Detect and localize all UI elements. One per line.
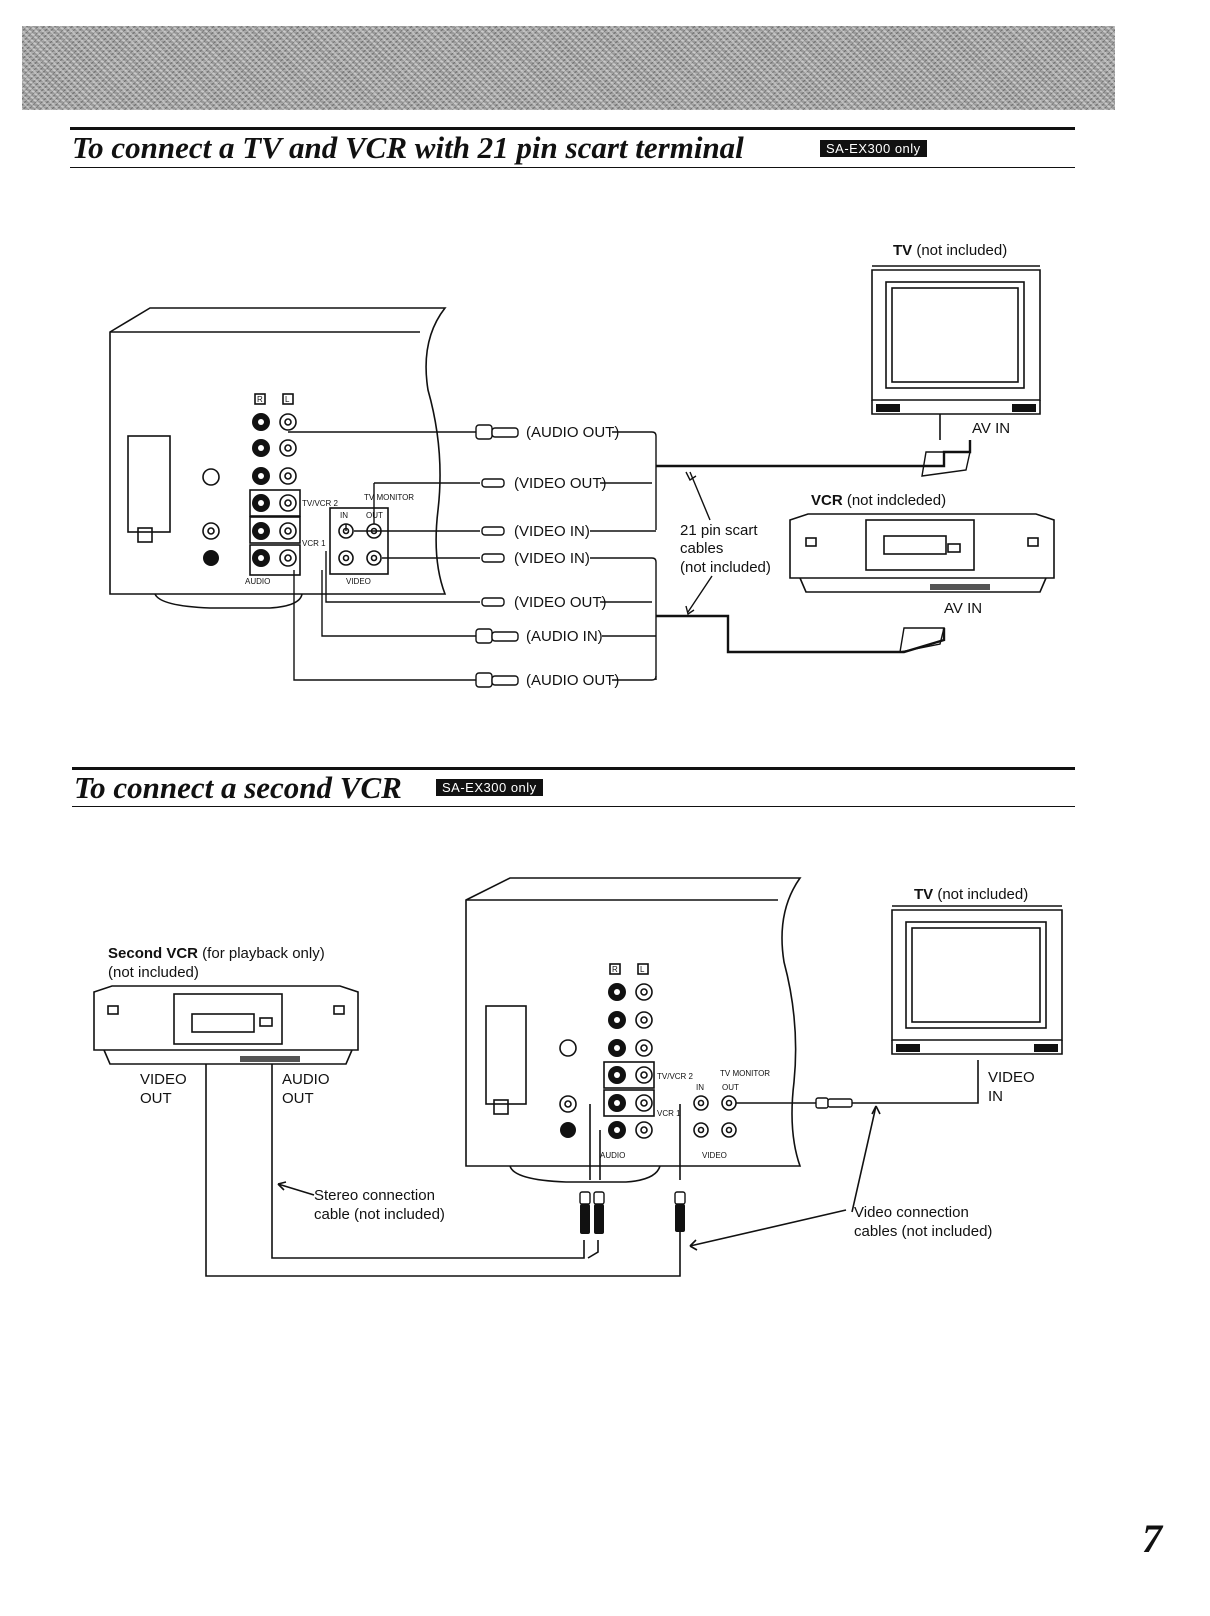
tv-set-2 — [891, 905, 1063, 1055]
label2-tv-monitor: TV MONITOR — [720, 1069, 770, 1078]
tv2-video-in-line1: VIDEO — [988, 1069, 1035, 1086]
tv1-label-bold: TV — [893, 242, 912, 259]
label-in: IN — [340, 511, 348, 520]
label-tvvcr2: TV/VCR 2 — [302, 499, 339, 508]
svg-text:TV (not included): TV (not included) — [914, 886, 1028, 903]
cable-label-4: (VIDEO IN) — [514, 550, 590, 567]
speaker-terminal-r — [202, 522, 220, 540]
label2-vcr1: VCR 1 — [657, 1109, 681, 1118]
label2-out: OUT — [722, 1083, 739, 1092]
audio-out-line1: AUDIO — [282, 1071, 330, 1088]
label2-audio: AUDIO — [600, 1151, 625, 1160]
label-tv-monitor: TV MONITOR — [364, 493, 414, 502]
label-audio: AUDIO — [245, 577, 270, 586]
tv-set-1 — [871, 265, 1041, 415]
audio-out-line2: OUT — [282, 1090, 314, 1107]
stereo-note-line2: cable (not included) — [314, 1206, 445, 1223]
scart-note-line3: (not included) — [680, 559, 771, 576]
scart-cable-to-tv — [656, 440, 972, 468]
svg-text:VCR (not indcleded): VCR (not indcleded) — [811, 492, 946, 509]
label2-video: VIDEO — [702, 1151, 727, 1160]
video-cable-vcr-to-amp — [205, 1064, 681, 1277]
section1-title: To connect a TV and VCR with 21 pin scar… — [72, 130, 744, 165]
vcr-1 — [789, 513, 1055, 593]
section2-title: To connect a second VCR — [74, 770, 402, 805]
section2-bottom-rule — [72, 806, 1075, 807]
cable-label-7: (AUDIO OUT) — [526, 672, 619, 689]
video-out-line1: VIDEO — [140, 1071, 187, 1088]
power-cord-socket — [127, 435, 171, 533]
diagram-tv-vcr-scart: TV/VCR 2 VCR 1 TV MONITOR IN OUT AUDIO V… — [109, 242, 1055, 689]
section2-model-badge: SA-EX300 only — [436, 779, 543, 796]
label2-r: R — [612, 965, 618, 974]
video-note-line1: Video connection — [854, 1204, 969, 1221]
svg-text:Second VCR (for playback only): Second VCR (for playback only) — [108, 945, 325, 962]
label-video: VIDEO — [346, 577, 371, 586]
svg-text:TV (not included): TV (not included) — [893, 242, 1007, 259]
second-vcr — [93, 985, 359, 1065]
scart-note-line2: cables — [680, 540, 723, 557]
diagram-second-vcr: Second VCR (for playback only) (not incl… — [93, 877, 1063, 1277]
section1-bottom-rule — [70, 167, 1075, 168]
amplifier-rear-panel — [109, 307, 447, 595]
amplifier-rear-panel-2 — [465, 877, 802, 1167]
cable-label-2: (VIDEO OUT) — [514, 475, 607, 492]
second-vcr-line2: (not included) — [108, 964, 199, 981]
label2-tvvcr2: TV/VCR 2 — [657, 1072, 694, 1081]
section1-model-badge: SA-EX300 only — [820, 140, 927, 157]
scart-note-line1: 21 pin scart — [680, 522, 758, 539]
label2-in: IN — [696, 1083, 704, 1092]
label2-l: L — [640, 965, 645, 974]
tv2-video-in-line2: IN — [988, 1088, 1003, 1105]
label-r: R — [257, 395, 263, 404]
decorative-banner — [22, 26, 1115, 110]
tv1-av-in: AV IN — [972, 420, 1010, 437]
tv1-label-rest: (not included) — [912, 242, 1007, 259]
second-vcr-rest: (for playback only) — [198, 945, 325, 962]
section2-top-rule — [72, 767, 1075, 770]
vcr1-label-bold: VCR — [811, 492, 843, 509]
label-vcr1: VCR 1 — [302, 539, 326, 548]
tv2-label-bold: TV — [914, 886, 933, 903]
cable-label-6: (AUDIO IN) — [526, 628, 603, 645]
video-out-line2: OUT — [140, 1090, 172, 1107]
section1-top-rule — [70, 127, 1075, 130]
page-number: 7 — [1142, 1516, 1162, 1561]
scart-cable-to-vcr — [656, 614, 946, 654]
cable-label-3: (VIDEO IN) — [514, 523, 590, 540]
stereo-note-line1: Stereo connection — [314, 1187, 435, 1204]
tv2-label-rest: (not included) — [933, 886, 1028, 903]
stereo-cable — [271, 1064, 585, 1259]
cable-label-5: (VIDEO OUT) — [514, 594, 607, 611]
video-note-line2: cables (not included) — [854, 1223, 992, 1240]
second-vcr-bold: Second VCR — [108, 945, 198, 962]
vcr1-av-in: AV IN — [944, 600, 982, 617]
vcr1-label-rest: (not indcleded) — [843, 492, 946, 509]
label-l: L — [285, 395, 290, 404]
cable-label-1: (AUDIO OUT) — [526, 424, 619, 441]
